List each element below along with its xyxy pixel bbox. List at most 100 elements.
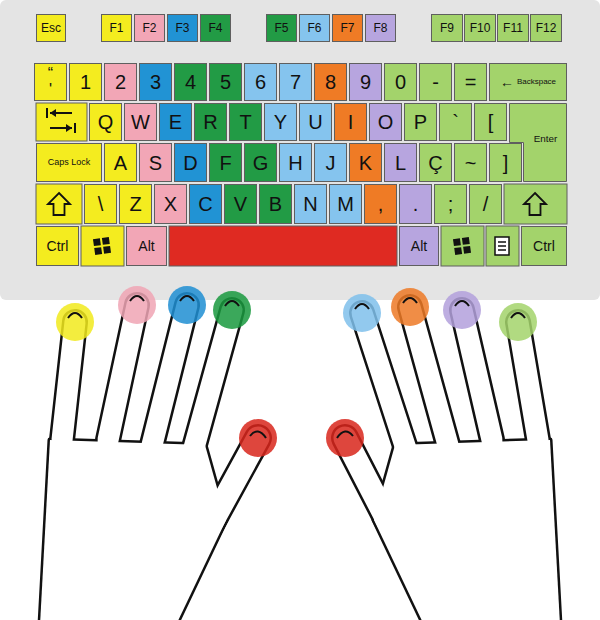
key: [ — [474, 103, 507, 141]
key-label: “ — [48, 66, 53, 82]
key-label: M — [337, 194, 354, 214]
menu-sheet — [495, 237, 509, 255]
key: F6 — [299, 14, 330, 42]
key: G — [244, 143, 277, 182]
key-label: = — [465, 72, 477, 92]
finger — [152, 305, 187, 445]
key-label: F8 — [373, 22, 387, 34]
key: ←Backspace — [489, 63, 567, 101]
fingernail — [68, 313, 82, 318]
key: Y — [264, 103, 297, 141]
key: / — [469, 184, 502, 224]
windows-pane — [463, 246, 471, 254]
key: F7 — [332, 14, 363, 42]
key-label: P — [414, 112, 427, 132]
key-label: F10 — [470, 22, 491, 34]
key-label: R — [203, 112, 217, 132]
menu-icon — [495, 237, 509, 255]
shift-key — [504, 184, 567, 224]
key-label: Y — [274, 112, 287, 132]
key-label: Esc — [41, 22, 61, 34]
fingernails — [68, 296, 525, 438]
keyboard-panel — [0, 0, 600, 300]
key: H — [279, 143, 312, 182]
key: C — [189, 184, 222, 224]
key-label: / — [483, 194, 489, 214]
fingertip-dot — [343, 294, 381, 332]
key-label: S — [149, 153, 162, 173]
key-label: T — [239, 112, 251, 132]
key-label: 6 — [255, 72, 266, 92]
key: ; — [434, 184, 467, 224]
key: O — [369, 103, 402, 141]
key-label: Alt — [138, 239, 154, 253]
key-label: . — [413, 194, 419, 214]
key-label: 8 — [325, 72, 336, 92]
key-label: ' — [49, 82, 52, 98]
key: = — [454, 63, 487, 101]
key: ] — [489, 143, 522, 182]
key: T — [229, 103, 262, 141]
key-label: F5 — [274, 22, 288, 34]
key: V — [224, 184, 257, 224]
key-label: C — [198, 194, 212, 214]
key: F11 — [497, 14, 529, 42]
key-label: B — [269, 194, 282, 214]
tab-icon — [47, 108, 75, 133]
tab-bar — [74, 123, 76, 133]
key-label: Ctrl — [47, 239, 69, 253]
space-bar — [169, 226, 397, 266]
key-label: 2 — [115, 72, 126, 92]
key: P — [404, 103, 437, 141]
key-label: Alt — [411, 239, 427, 253]
key-label: ← — [500, 75, 514, 89]
key-label: V — [234, 194, 247, 214]
key: . — [399, 184, 432, 224]
key-label: J — [326, 153, 336, 173]
key-label: G — [253, 153, 269, 173]
fingernail — [225, 301, 239, 306]
key-label: N — [303, 194, 317, 214]
key: 9 — [349, 63, 382, 101]
menu-line — [498, 241, 506, 243]
key: F3 — [167, 14, 198, 42]
key: , — [364, 184, 397, 224]
key: J — [314, 143, 347, 182]
key-label: 1 — [80, 72, 91, 92]
key: 0 — [384, 63, 417, 101]
windows-pane — [454, 247, 462, 255]
key-label: , — [378, 194, 384, 214]
key-label: 3 — [150, 72, 161, 92]
key-label: Q — [98, 112, 114, 132]
shift-icon — [524, 193, 546, 215]
hands-outline — [40, 305, 560, 620]
key-label: - — [432, 72, 439, 92]
key: 1 — [69, 63, 102, 101]
menu-line — [498, 249, 506, 251]
finger — [462, 310, 492, 440]
key: X — [154, 184, 187, 224]
key: S — [139, 143, 172, 182]
key-label: 5 — [220, 72, 231, 92]
finger — [362, 313, 408, 455]
windows-pane — [102, 237, 110, 245]
windows-icon — [453, 237, 471, 255]
key-label: H — [288, 153, 302, 173]
fingernail — [180, 296, 194, 301]
key-label: Ctrl — [533, 239, 555, 253]
key-label: L — [395, 153, 406, 173]
windows-key — [441, 226, 484, 266]
fingertip-dot — [118, 286, 156, 324]
key: - — [419, 63, 452, 101]
key-label: Z — [129, 194, 141, 214]
key: ~ — [454, 143, 487, 182]
key: I — [334, 103, 367, 141]
fingertip-dots — [56, 286, 537, 457]
finger — [362, 313, 408, 455]
finger — [152, 305, 187, 445]
windows-pane — [94, 247, 102, 255]
menu-line — [498, 245, 506, 247]
key: 5 — [209, 63, 242, 101]
fingertip-dot — [391, 288, 429, 326]
key: U — [299, 103, 332, 141]
